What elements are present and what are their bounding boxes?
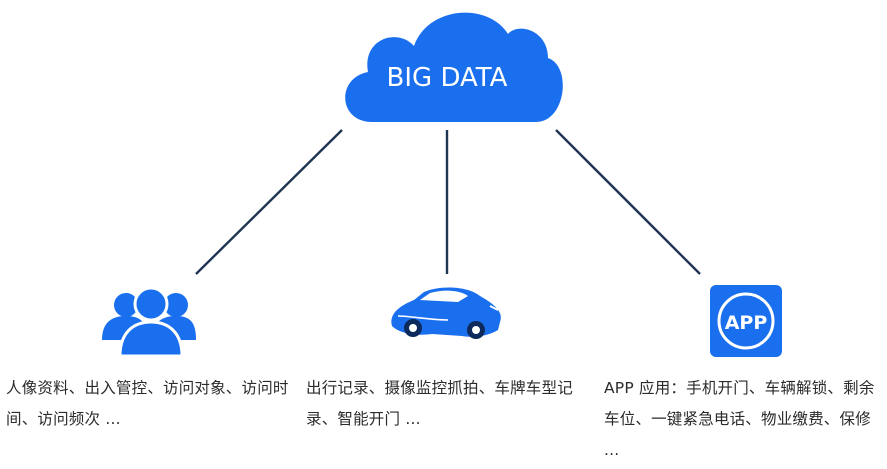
cloud-icon [345, 12, 563, 122]
connector-line-right [555, 129, 701, 275]
description-app: APP 应用：手机开门、车辆解锁、剩余车位、一键紧急电话、物业缴费、保修 ... [604, 379, 875, 459]
cloud-label: BIG DATA [387, 63, 508, 93]
description-people: 人像资料、出入管控、访问对象、访问时间、访问频次 ... [6, 379, 289, 428]
users-icon [102, 286, 196, 358]
app-badge-label: APP [725, 312, 768, 334]
connector-line-left [195, 129, 343, 275]
car-icon [391, 287, 501, 339]
description-vehicles: 出行记录、摄像监控抓拍、车牌车型记录、智能开门 ... [306, 379, 573, 428]
app-icon [710, 285, 782, 357]
